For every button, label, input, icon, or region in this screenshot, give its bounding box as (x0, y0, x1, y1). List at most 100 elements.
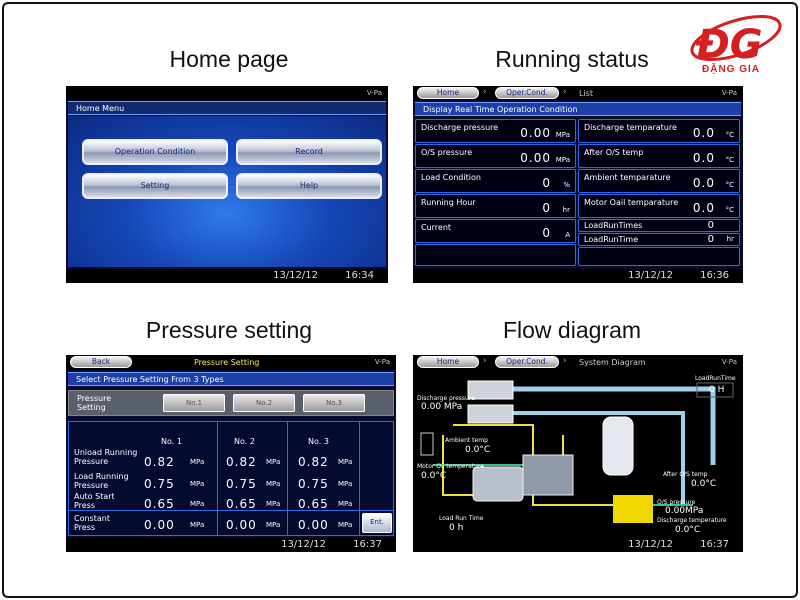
ent-button[interactable]: Ent. (362, 513, 392, 533)
chevron-right-icon: › (483, 87, 487, 97)
load-no2-value[interactable]: 0.75 (226, 477, 257, 491)
constant-no2-value[interactable]: 0.00 (226, 518, 257, 532)
status-cell-discharge-temp: Discharge temparature 0.0 °C (578, 119, 740, 143)
unit-label: MPa (190, 521, 205, 529)
setting-button[interactable]: Setting (82, 173, 228, 199)
cell-unit: hr (726, 235, 734, 243)
caption-pressure: Pressure setting (145, 317, 313, 343)
top-bar: Back Pressure Setting V-Pa (66, 355, 396, 370)
running-title-bar: Display Real Time Operation Condition (415, 102, 741, 116)
setting-no1-button[interactable]: No.1 (163, 394, 225, 412)
screen-home: V-Pa Home Menu Operation Condition Recor… (66, 86, 388, 283)
cell-label: Running Hour (421, 198, 476, 207)
running-title: Display Real Time Operation Condition (423, 105, 578, 114)
help-button[interactable]: Help (236, 173, 382, 199)
units-indicator: V-Pa (721, 89, 737, 97)
cell-value: 0 (542, 226, 551, 240)
time-label: 16:37 (353, 539, 382, 550)
breadcrumb-home[interactable]: Home (417, 87, 479, 99)
setting-no2-button[interactable]: No.2 (233, 394, 295, 412)
status-cell-discharge-pressure: Discharge pressure 0.00 MPa (415, 119, 576, 143)
constant-no1-value[interactable]: 0.00 (144, 518, 175, 532)
caption-flow: Flow diagram (502, 317, 642, 343)
breadcrumb-current: List (579, 89, 593, 98)
column-divider (287, 422, 288, 535)
readout-label-ambient-temp: Ambient temp (445, 437, 488, 444)
caption-home: Home page (169, 46, 289, 72)
chevron-right-icon: › (483, 356, 487, 366)
chevron-right-icon: › (563, 356, 567, 366)
pressure-setting-row: Pressure Setting No.1 No.2 No.3 (68, 390, 394, 416)
breadcrumb-oper-cond[interactable]: Oper.Cond. (495, 87, 559, 99)
row-divider (69, 510, 393, 511)
units-indicator: V-Pa (366, 89, 382, 97)
cell-value: 0.00 (520, 151, 551, 165)
oil-reservoir (613, 495, 653, 523)
aftercooler (467, 380, 514, 400)
aftercooler (467, 404, 514, 424)
status-cell-motor-temp: Motor Oail temparature 0.0 °C (578, 194, 740, 218)
cell-value: 0 (542, 201, 551, 215)
breadcrumb-home[interactable]: Home (417, 356, 479, 368)
record-button[interactable]: Record (236, 139, 382, 165)
row-label-constant: Constant Press (74, 514, 110, 532)
status-cell-load-run-times: LoadRunTimes 0 (578, 219, 740, 232)
readout-value-ambient-temp: 0.0°C (465, 445, 491, 455)
auto-start-no1-value[interactable]: 0.65 (144, 497, 175, 511)
column-divider (359, 422, 360, 535)
unit-label: MPa (338, 521, 353, 529)
row-label-unload: Unload Running Pressure (74, 448, 138, 466)
readout-label-os-pressure: O/S pressure (657, 499, 696, 506)
brand-logo: ĐG (690, 14, 782, 68)
breadcrumb-oper-cond[interactable]: Oper.Cond. (495, 356, 559, 368)
pressure-table (68, 421, 394, 536)
load-no3-value[interactable]: 0.75 (298, 477, 329, 491)
column-divider (217, 422, 218, 535)
unit-label: MPa (338, 500, 353, 508)
unit-label: MPa (190, 458, 205, 466)
cell-value: 0 (707, 220, 715, 231)
date-label: 13/12/12 (281, 539, 326, 550)
oil-pipe (442, 435, 473, 496)
status-cell-current: Current 0 A (415, 219, 576, 243)
load-no1-value[interactable]: 0.75 (144, 477, 175, 491)
cell-label: Load Condition (421, 173, 481, 182)
cell-label: After O/S temp (584, 148, 644, 157)
auto-start-no2-value[interactable]: 0.65 (226, 497, 257, 511)
back-button[interactable]: Back (70, 356, 132, 368)
readout-value-top-right: 0 H (709, 385, 725, 395)
setting-no3-button[interactable]: No.3 (303, 394, 365, 412)
cell-unit: °C (725, 156, 734, 164)
readout-label-after-temp: After O/S temp (663, 471, 708, 478)
status-cell-after-os-temp: After O/S temp 0.0 °C (578, 144, 740, 168)
readout-value-after-temp: 0.0°C (691, 479, 717, 489)
readout-value-load-time: 0 h (449, 523, 464, 533)
brand-logo-text: ĐẶNG GIA (702, 64, 760, 75)
unload-no1-value[interactable]: 0.82 (144, 455, 175, 469)
cell-label: Current (421, 223, 452, 232)
home-body: Operation Condition Record Setting Help (68, 116, 386, 267)
readout-label-discharge-pressure: Discharge pressure (417, 395, 475, 402)
row-label-auto-start: Auto Start Press (74, 492, 115, 510)
unit-label: MPa (266, 521, 281, 529)
cell-label: Discharge temparature (584, 123, 677, 132)
cell-value: 0.00 (520, 126, 551, 140)
readout-label-top-right: LoadRunTime (695, 375, 736, 382)
constant-no3-value[interactable]: 0.00 (298, 518, 329, 532)
column-header-no3: No. 3 (308, 437, 329, 446)
readout-box (696, 382, 734, 398)
cell-label: O/S pressure (421, 148, 473, 157)
readout-label-motor-temp: Motor Oil temperature (417, 463, 484, 470)
status-cell-ambient-temp: Ambient temparature 0.0 °C (578, 169, 740, 193)
auto-start-no3-value[interactable]: 0.65 (298, 497, 329, 511)
readout-value-discharge-pressure: 0.00 MPa (421, 402, 463, 412)
status-cell-os-pressure: O/S pressure 0.00 MPa (415, 144, 576, 168)
cell-value: 0.0 (692, 126, 715, 140)
svg-text:ĐG: ĐG (695, 22, 763, 68)
operation-condition-button[interactable]: Operation Condition (82, 139, 228, 165)
readout-label-load-time: Load Run Time (439, 515, 484, 522)
unload-no2-value[interactable]: 0.82 (226, 455, 257, 469)
top-bar: V-Pa (66, 86, 388, 100)
unload-no3-value[interactable]: 0.82 (298, 455, 329, 469)
